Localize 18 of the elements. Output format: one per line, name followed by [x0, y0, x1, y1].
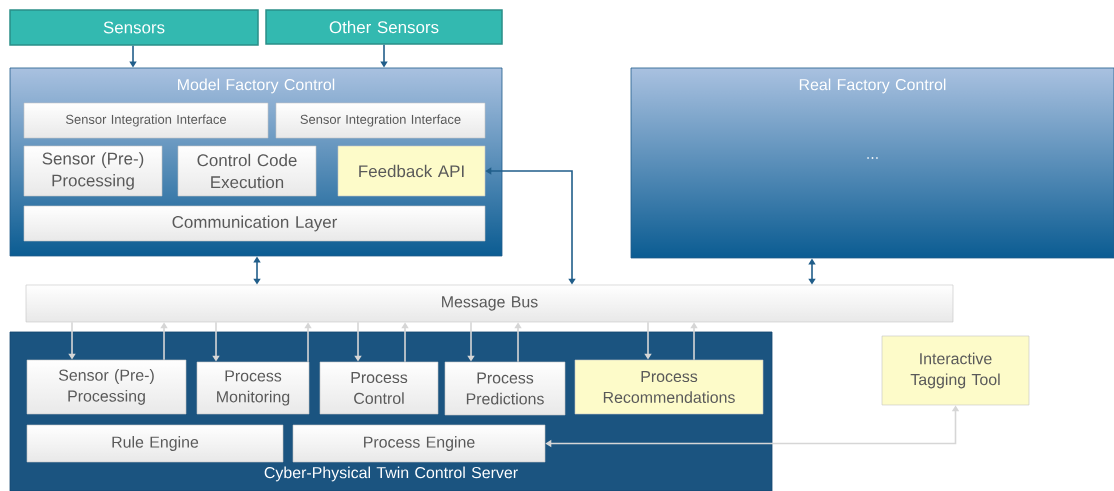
bus-bar: Message Bus	[25, 284, 954, 323]
component-box: Sensor (Pre-) Processing	[26, 359, 187, 415]
tool-box: Interactive Tagging Tool	[881, 335, 1030, 406]
component-box: Process Predictions	[444, 361, 566, 416]
layer-box: Communication Layer	[23, 205, 486, 242]
component-box: Sensor (Pre-) Processing	[23, 145, 163, 197]
interface-box: Sensor Integration Interface	[23, 102, 269, 139]
sensor-box: Other Sensors	[265, 9, 503, 45]
component-box: Process Recommendations	[574, 359, 764, 415]
engine-box: Rule Engine	[26, 424, 284, 463]
component-box: Process Control	[319, 361, 439, 415]
sensor-box: Sensors	[9, 9, 259, 46]
control-panel: Real Factory Control ...	[630, 67, 1114, 259]
component-box: Control Code Execution	[177, 145, 317, 197]
component-box: Feedback API	[337, 145, 486, 197]
interface-box: Sensor Integration Interface	[275, 102, 486, 139]
engine-box: Process Engine	[292, 424, 546, 463]
component-box: Process Monitoring	[196, 361, 310, 415]
